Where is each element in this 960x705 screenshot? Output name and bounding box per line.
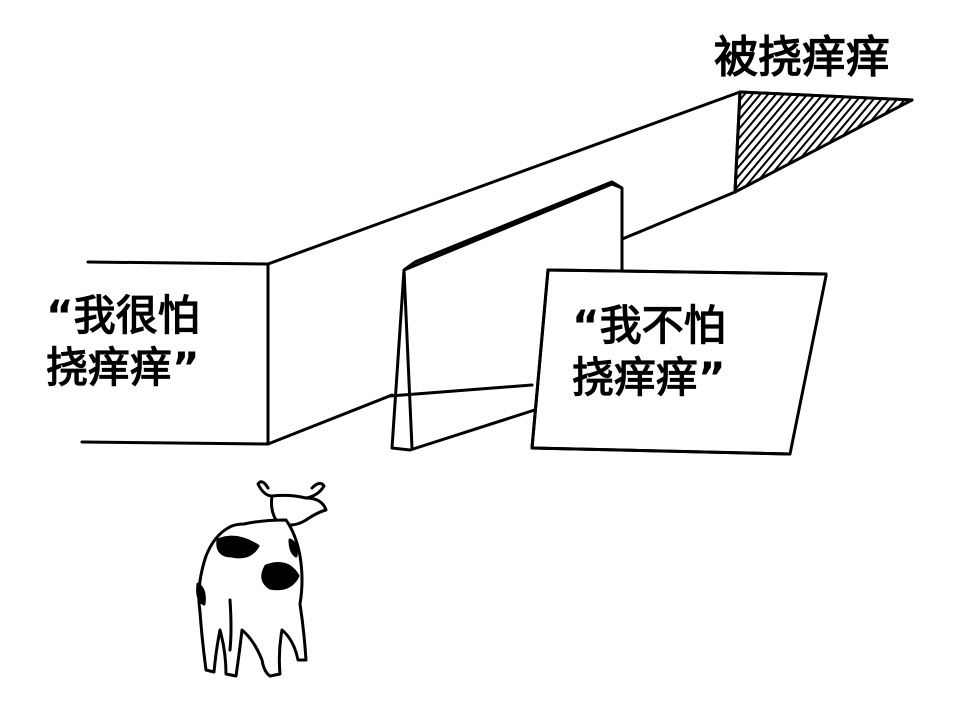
not-afraid-label-line2: 挠痒痒”	[572, 353, 726, 402]
not-afraid-label: “我不怕 挠痒痒”	[572, 300, 726, 404]
tickled-label: 被挠痒痒	[714, 32, 890, 83]
afraid-label-line2: 挠痒痒”	[46, 343, 200, 392]
not-afraid-label-line1: “我不怕	[572, 301, 726, 350]
right-wall	[388, 268, 828, 456]
afraid-label: “我很怕 挠痒痒”	[46, 290, 200, 394]
afraid-label-line1: “我很怕	[46, 291, 200, 340]
cow-illustration	[196, 480, 328, 678]
passage-shadow	[733, 90, 914, 194]
